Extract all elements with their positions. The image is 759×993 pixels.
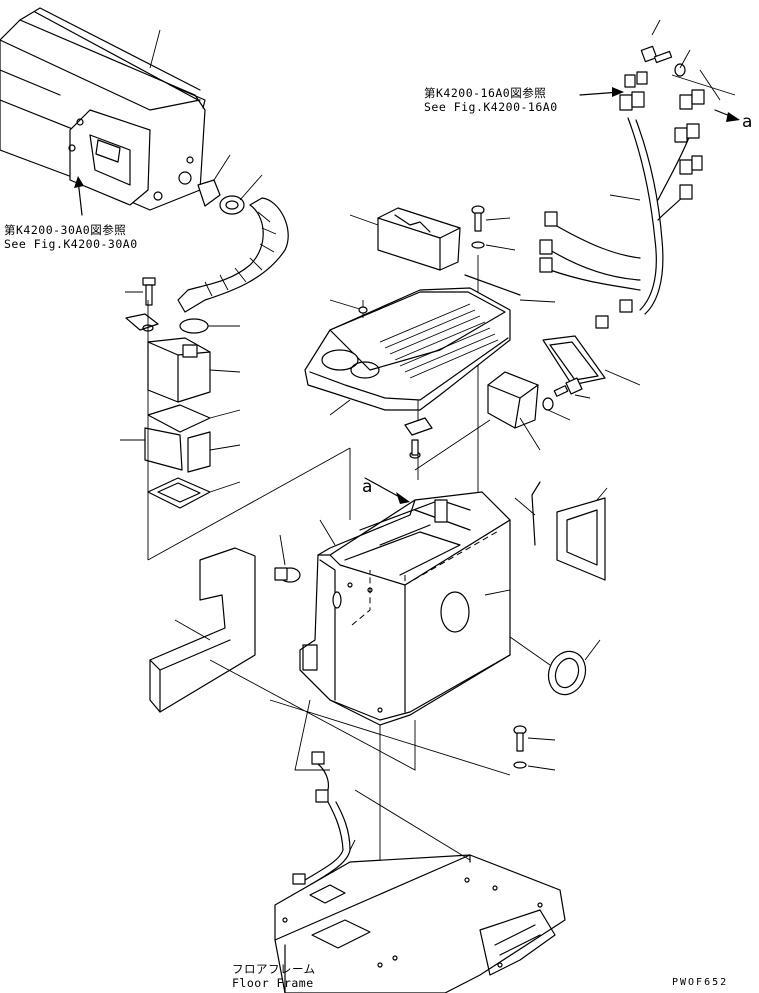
small-bracket <box>404 400 491 480</box>
reference-16a0-en: See Fig.K4200-16A0 <box>424 100 558 114</box>
drawing-code: PWOF652 <box>672 977 729 988</box>
foam-panel <box>149 547 256 713</box>
box-arrowhead-a <box>396 492 410 504</box>
reference-30a0-en: See Fig.K4200-30A0 <box>4 237 138 251</box>
foam-blocks <box>120 404 241 473</box>
left-bracket-lines <box>147 300 351 561</box>
floor-frame-jp: フロアフレーム <box>232 962 316 976</box>
bent-rod <box>531 481 541 546</box>
grommet-parts <box>197 154 263 215</box>
lower-fasteners <box>513 725 556 771</box>
harness-arrowhead-a <box>726 112 740 122</box>
top-right-fasteners <box>640 19 736 101</box>
reference-16a0-jp: 第K4200-16A0図参照 <box>424 86 547 100</box>
gasket-frame <box>542 335 641 386</box>
wire-harness <box>539 71 705 329</box>
square-gasket <box>556 487 608 581</box>
connection-mark-box: a <box>362 477 373 497</box>
long-rod <box>464 274 521 296</box>
washer-tank <box>147 337 241 403</box>
controller-unit <box>487 371 591 451</box>
floor-frame <box>274 789 566 993</box>
console-cover <box>304 287 511 416</box>
connection-mark-harness: a <box>742 112 753 132</box>
reference-16a0: 第K4200-16A0図参照 See Fig.K4200-16A0 <box>424 86 558 114</box>
reference-30a0: 第K4200-30A0図参照 See Fig.K4200-30A0 <box>4 223 138 251</box>
filter-element <box>349 207 461 271</box>
mounting-plate <box>147 477 241 509</box>
bent-rod-leader <box>514 497 536 516</box>
lower-leaders <box>209 659 511 960</box>
floor-frame-label: フロアフレーム Floor Frame <box>232 962 316 990</box>
dashboard-panel <box>0 7 206 211</box>
ref-arrowhead-30a0 <box>74 176 84 188</box>
console-box <box>299 491 511 726</box>
ref-arrowhead-16a0 <box>612 87 624 97</box>
reference-30a0-jp: 第K4200-30A0図参照 <box>4 223 127 237</box>
left-fasteners <box>125 277 240 334</box>
floor-frame-en: Floor Frame <box>232 976 314 990</box>
rod-leader <box>519 299 556 303</box>
sensor-part <box>274 534 301 583</box>
duct-hose <box>177 197 289 313</box>
